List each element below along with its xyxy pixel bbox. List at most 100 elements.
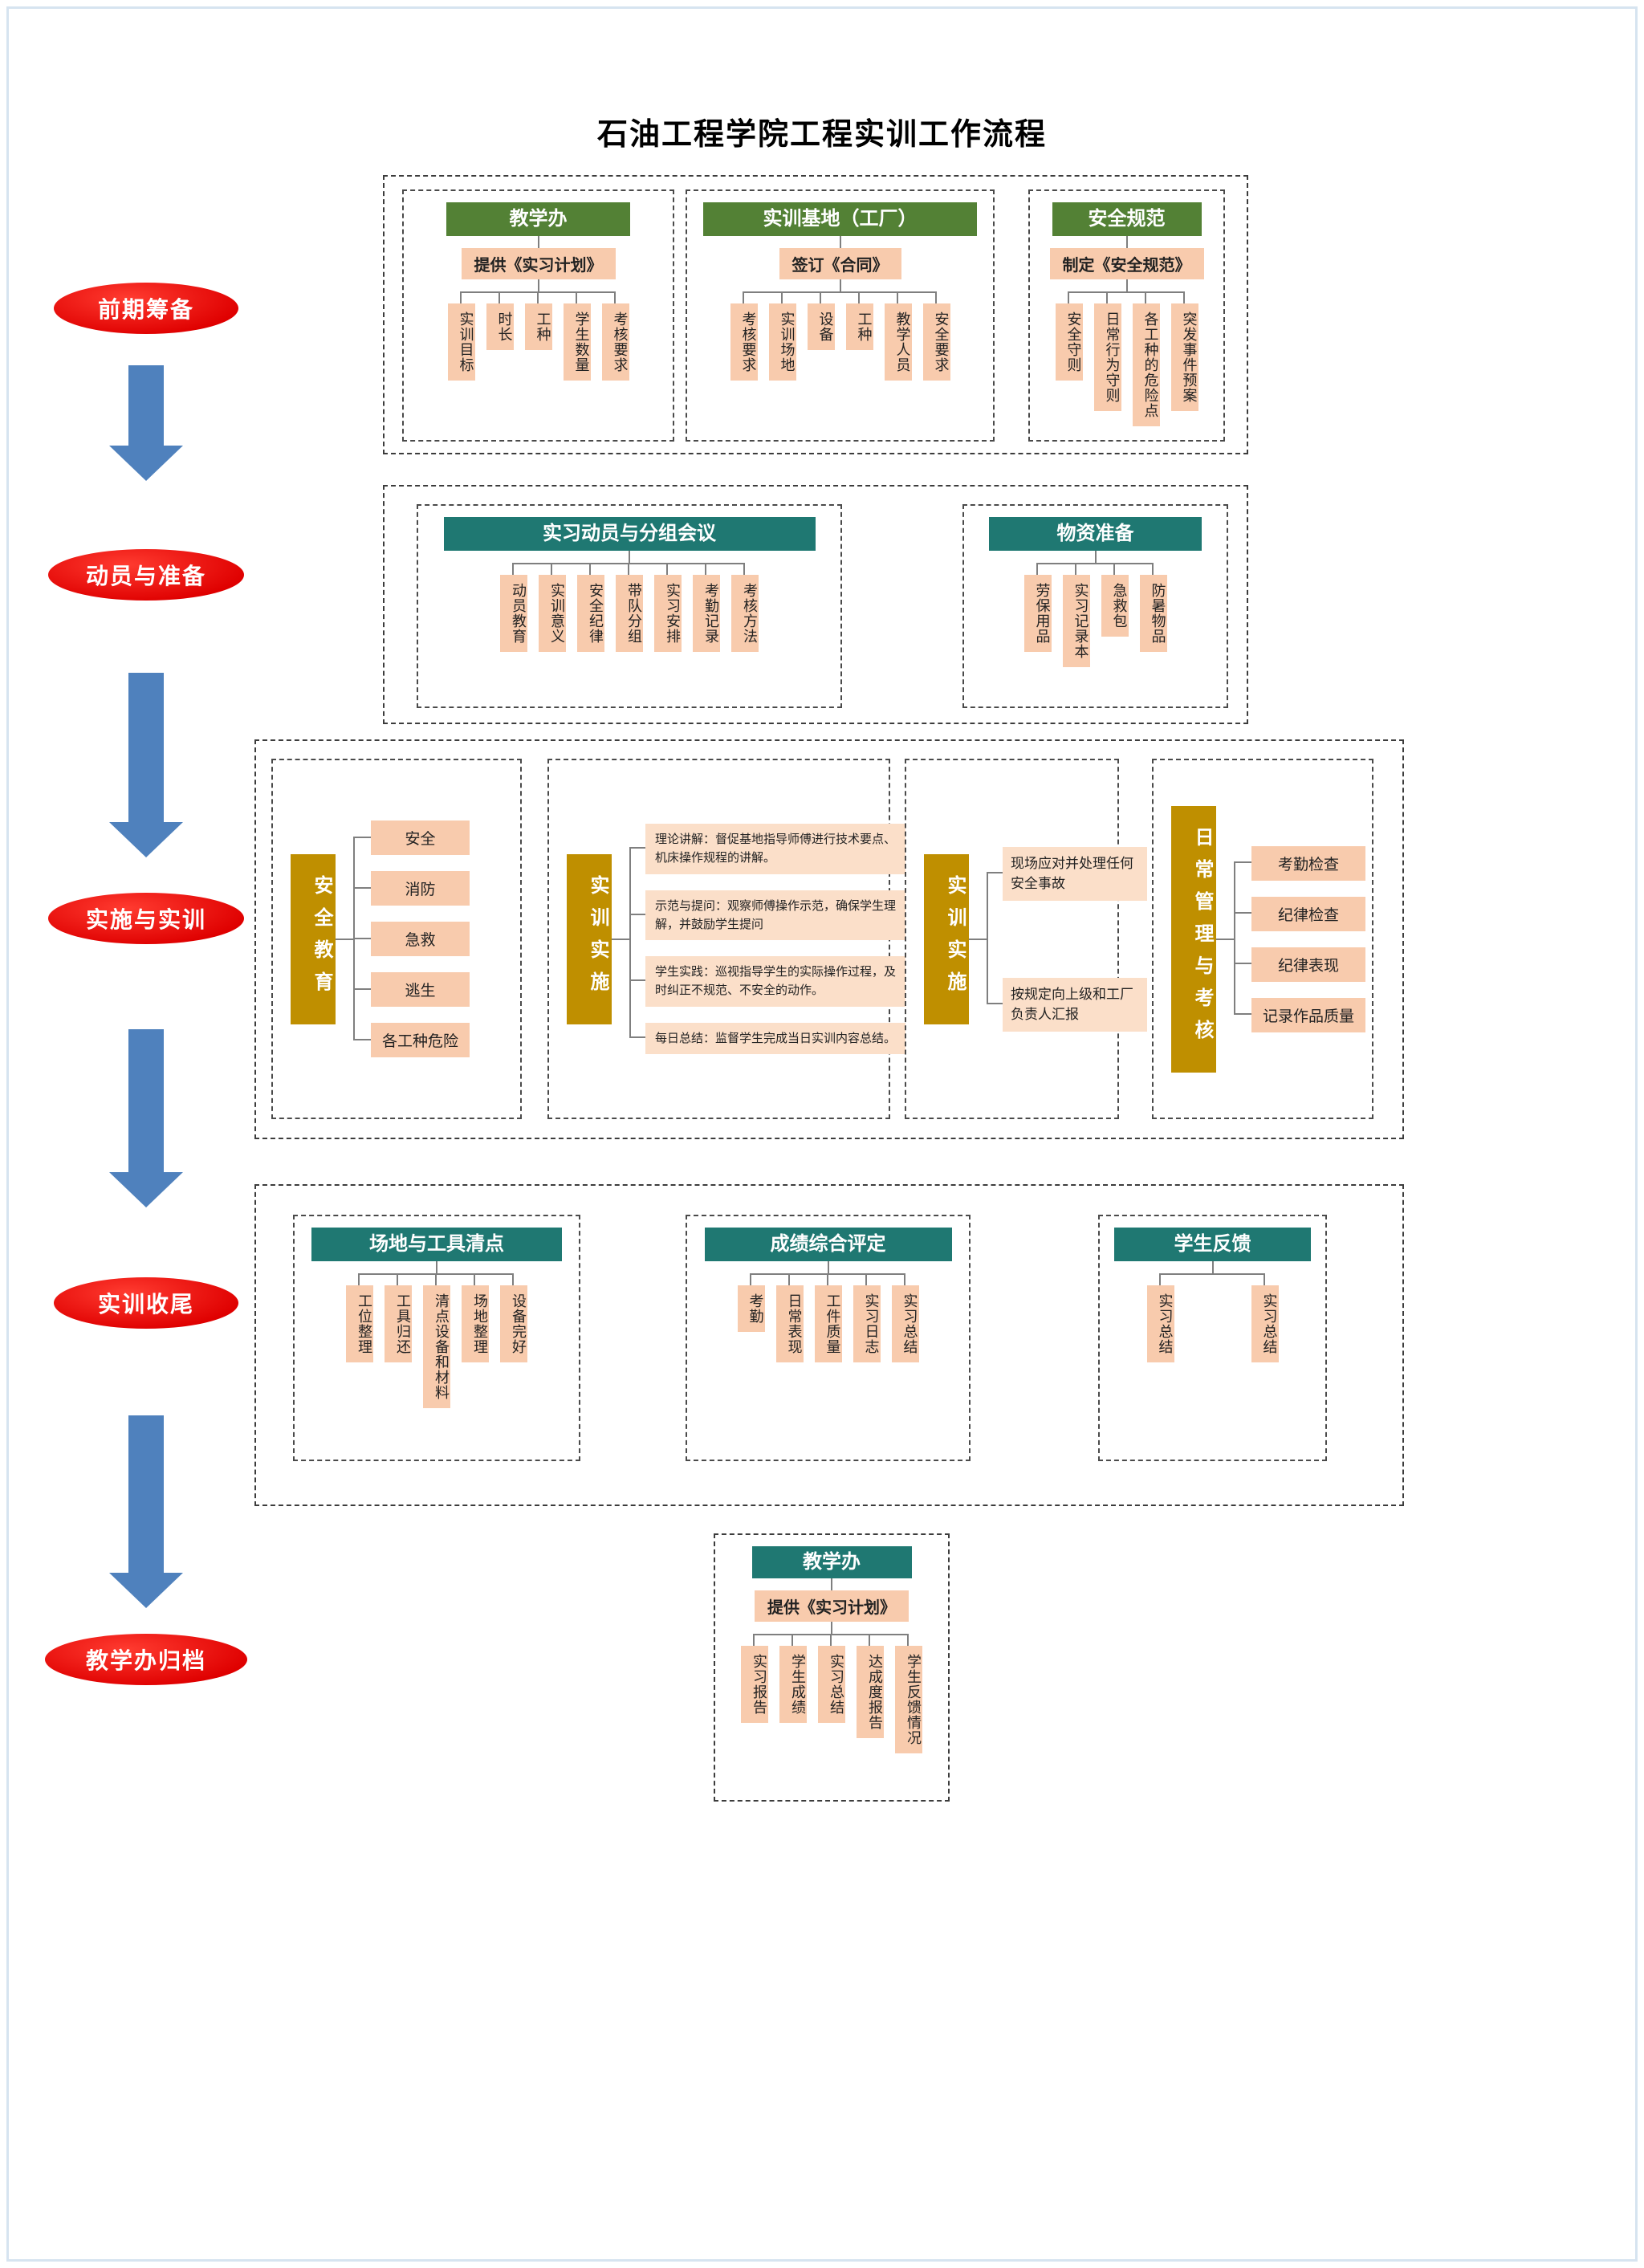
child-connector: 示范与提问：观察师傅操作示范，确保学生理解，并鼓励学生提问 [629,882,905,949]
leaf-label: 安全要求 [922,303,950,381]
arrow-shaft [128,365,164,446]
child-connector: 工具归还 [379,1273,417,1362]
stage-pill-1: 前期筹备 [54,283,238,334]
leaf-label: 实训目标 [447,303,475,381]
child-connector: 考核要求 [596,291,635,381]
leaf-label: 纪律表现 [1251,947,1366,982]
leaf-label: 考勤 [737,1285,765,1332]
leaf-label: 设备完好 [500,1285,527,1362]
leaf-label: 学生反馈情况 [895,1646,922,1753]
children-row: 动员教育 实训意义 安全纪律 带队分组 实习安排 考勤记录 考核方法 [494,563,764,652]
connector-line [537,236,539,248]
down-arrow-icon [109,1415,183,1608]
children-column: 理论讲解：督促基地指导师傅进行技术要点、机床操作规程的讲解。 示范与提问：观察师… [629,816,905,1062]
leaf-label: 工件质量 [814,1285,842,1362]
panel-header: 日常管理与考核 [1171,805,1216,1073]
panel-header: 安全教育 [291,853,336,1024]
child-connector: 记录作品质量 [1234,989,1366,1040]
leaf-label: 安全 [371,820,470,855]
leaf-label: 安全守则 [1055,303,1083,381]
child-connector: 安全守则 [1050,291,1089,381]
child-connector: 清点设备和材料 [417,1273,456,1408]
child-connector: 学生数量 [557,291,596,381]
connector-line [839,236,841,248]
connector-line [612,938,629,940]
panel-box-safety-education: 安全教育 安全 消防 急救 逃生 各工种危险 [271,759,522,1119]
leaf-label: 考核方法 [731,575,759,652]
tree-box-mobilization-meeting: 实习动员与分组会议 动员教育 实训意义 安全纪律 带队分组 实习安排 考勤记录 … [417,504,842,708]
children-row: 劳保用品 实习记录本 急救包 防暑物品 [1019,563,1173,667]
tree-box-teaching-office: 教学办 提供《实习计划》 实训目标 时长 工种 学生数量 考核要求 [402,189,674,442]
org-tree: 安全规范 制定《安全规范》 安全守则 日常行为守则 各工种的危险点 突发事件预案 [1030,191,1223,440]
children-row: 工位整理 工具归还 清点设备和材料 场地整理 设备完好 [340,1273,533,1408]
tree-box-site-tool-inventory: 场地与工具清点 工位整理 工具归还 清点设备和材料 场地整理 设备完好 [293,1215,580,1461]
panel-box-daily-management: 日常管理与考核 考勤检查 纪律检查 纪律表现 记录作品质量 [1152,759,1373,1119]
phase-4-group: 场地与工具清点 工位整理 工具归还 清点设备和材料 场地整理 设备完好 成绩综合… [254,1184,1404,1506]
connector-line [1125,236,1128,248]
phase-2-group: 实习动员与分组会议 动员教育 实训意义 安全纪律 带队分组 实习安排 考勤记录 … [383,485,1248,724]
child-connector: 突发事件预案 [1165,291,1204,411]
leaf-label: 按规定向上级和工厂负责人汇报 [1003,977,1147,1032]
child-connector: 实习总结 [812,1634,851,1723]
side-panel: 实训实施 理论讲解：督促基地指导师傅进行技术要点、机床操作规程的讲解。 示范与提… [549,760,905,1118]
org-tree: 学生反馈 实习总结 实习总结 [1100,1216,1325,1460]
connector-line [839,279,841,291]
leaf-label: 考核要求 [601,303,629,381]
leaf-label: 清点设备和材料 [423,1285,450,1408]
children-column: 安全 消防 急救 逃生 各工种危险 [353,812,470,1065]
stage-pill-4: 实训收尾 [54,1277,238,1329]
child-connector: 考核方法 [726,563,764,652]
tree-box-safety-standards: 安全规范 制定《安全规范》 安全守则 日常行为守则 各工种的危险点 突发事件预案 [1028,189,1225,442]
child-connector: 考核要求 [725,291,763,381]
leaf-label: 工种 [524,303,552,350]
leaf-label: 考勤记录 [693,575,720,652]
child-connector: 急救 [353,914,470,964]
child-connector: 安全纪律 [572,563,610,652]
child-connector: 防暑物品 [1133,563,1173,652]
down-arrow-icon [109,673,183,857]
leaf-label: 安全纪律 [577,575,604,652]
org-tree: 教学办 提供《实习计划》 实训目标 时长 工种 学生数量 考核要求 [404,191,673,440]
tree-header: 成绩综合评定 [704,1228,952,1261]
child-connector: 每日总结：监督学生完成当日实训内容总结。 [629,1014,905,1062]
arrow-shaft [128,1415,164,1573]
child-connector: 实习日志 [847,1273,886,1362]
leaf-label: 急救 [371,922,470,956]
leaf-label: 实习总结 [1251,1285,1279,1362]
tree-header: 教学办 [446,202,630,236]
leaf-label: 日常行为守则 [1093,303,1121,411]
arrow-head [109,446,183,481]
connector-line [436,1261,437,1273]
connector-line [336,938,353,940]
child-connector: 纪律检查 [1234,888,1366,939]
tree-header: 实习动员与分组会议 [443,517,816,551]
leaf-label: 考勤检查 [1251,845,1366,881]
connector-line [1125,279,1128,291]
child-connector: 时长 [480,291,519,350]
leaf-label: 实习总结 [1146,1285,1174,1362]
leaf-label: 场地整理 [462,1285,489,1362]
tree-box-materials: 物资准备 劳保用品 实习记录本 急救包 防暑物品 [962,504,1228,708]
child-connector: 急救包 [1095,563,1134,637]
leaf-label: 理论讲解：督促基地指导师傅进行技术要点、机床操作规程的讲解。 [645,824,905,874]
panel-header: 实训实施 [567,853,612,1024]
leaf-label: 工具归还 [385,1285,412,1362]
children-column: 现场应对并处理任何安全事故 按规定向上级和工厂负责人汇报 [987,808,1147,1070]
tree-subheader: 提供《实习计划》 [461,248,616,279]
child-connector: 工件质量 [808,1273,848,1362]
child-connector: 日常表现 [770,1273,809,1362]
child-connector: 实习记录本 [1056,563,1096,667]
children-row: 实习报告 学生成绩 实习总结 达成度报告 学生反馈情况 [735,1634,928,1753]
child-connector: 实训场地 [763,291,802,381]
arrow-shaft [128,1029,164,1172]
child-connector: 日常行为守则 [1088,291,1127,411]
panel-box-training-implementation: 实训实施 理论讲解：督促基地指导师傅进行技术要点、机床操作规程的讲解。 示范与提… [547,759,905,1119]
child-connector: 劳保用品 [1019,563,1057,652]
tree-box-grade-evaluation: 成绩综合评定 考勤 日常表现 工件质量 实习日志 实习总结 [686,1215,971,1461]
child-connector: 考勤 [732,1273,771,1332]
org-tree: 物资准备 劳保用品 实习记录本 急救包 防暑物品 [964,506,1227,706]
leaf-label: 考核要求 [730,303,758,381]
connector-line [629,551,630,563]
leaf-label: 劳保用品 [1023,575,1052,652]
leaf-label: 实习总结 [891,1285,919,1362]
